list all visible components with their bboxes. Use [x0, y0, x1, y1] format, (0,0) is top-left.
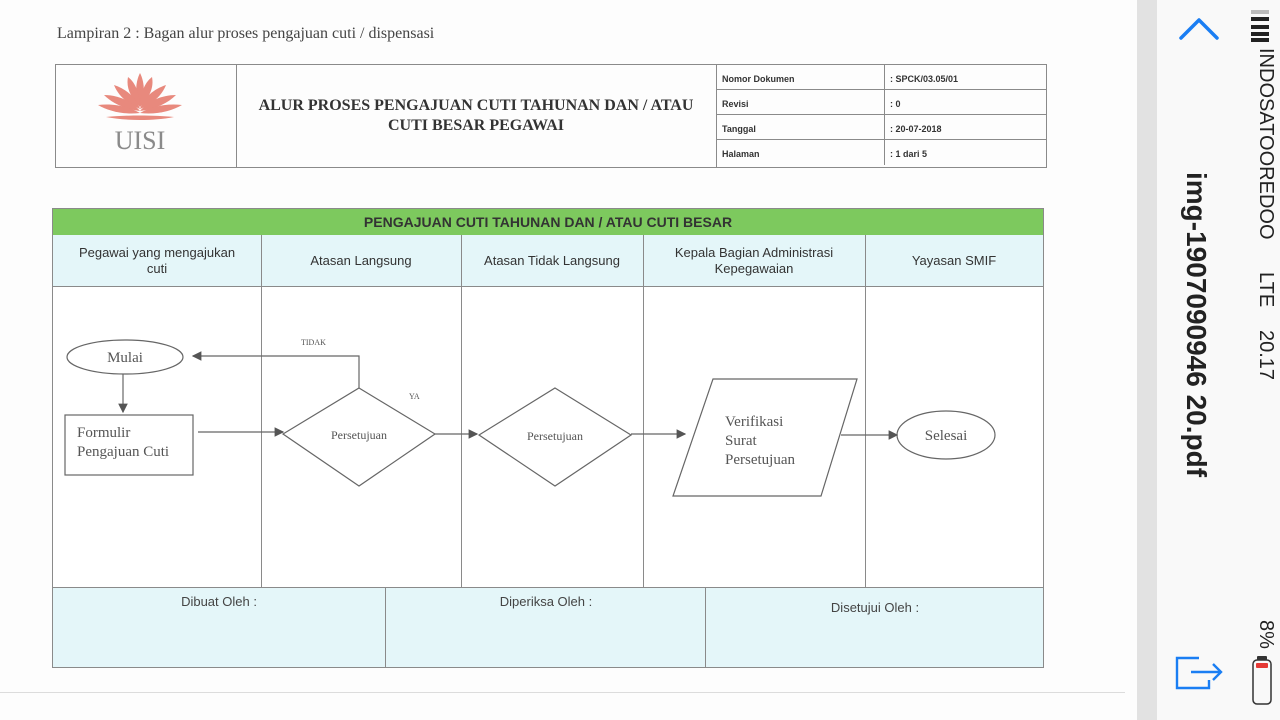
lane-header-foundation: Yayasan SMIF [865, 235, 1043, 287]
meta-value: : 1 dari 5 [890, 149, 928, 159]
meta-label: Revisi [722, 99, 749, 109]
lane-header-line: Pegawai yang mengajukan [78, 244, 236, 260]
appendix-caption: Lampiran 2 : Bagan alur proses pengajuan… [57, 25, 435, 42]
lane-header-line: Kepegawaian [714, 260, 794, 276]
lane-divider [261, 235, 262, 587]
verify-label-line2: Surat [725, 433, 757, 449]
document-page: Lampiran 2 : Bagan alur proses pengajuan… [0, 0, 1137, 720]
logo-text: UISI [115, 126, 166, 155]
signature-made-by: Dibuat Oleh : [53, 587, 385, 667]
lane-divider [643, 235, 644, 587]
form-label-line2: Pengajuan Cuti [77, 444, 169, 460]
lane-header-direct-supervisor: Atasan Langsung [261, 235, 461, 287]
page-edge [0, 692, 1125, 693]
verify-label-line1: Verifikasi [725, 414, 783, 430]
checked-by-label: Diperiksa Oleh : [499, 594, 593, 609]
form-process-box [64, 414, 194, 476]
chevron-up-icon[interactable] [1177, 12, 1221, 44]
meta-value: : 0 [890, 99, 901, 109]
form-label-line1: Formulir [77, 425, 130, 441]
network-type: LTE [1255, 272, 1277, 308]
approve-label: YA [409, 392, 420, 401]
uisi-logo: UISI [98, 73, 182, 155]
lane-header-line: cuti [146, 260, 168, 276]
start-label: Mulai [107, 350, 143, 366]
swimlane-flowchart: PENGAJUAN CUTI TAHUNAN DAN / ATAU CUTI B… [52, 208, 1044, 668]
lane-header-line: Yayasan SMIF [911, 252, 997, 268]
logo-cell: UISI [56, 65, 237, 167]
approved-by-label: Disetujui Oleh : [830, 600, 920, 615]
start-terminator [66, 339, 184, 375]
lane-header-line: Kepala Bagian Administrasi [674, 244, 834, 260]
lane-header-indirect-supervisor: Atasan Tidak Langsung [461, 235, 643, 287]
carrier-name: INDOSATOOREDOO [1255, 48, 1277, 240]
decision1-label: Persetujuan [331, 428, 387, 442]
signature-approved-by: Disetujui Oleh : [705, 587, 1043, 667]
lane-header-line: Atasan Langsung [310, 252, 412, 268]
lane-header-line: Atasan Tidak Langsung [484, 252, 620, 268]
meta-row-page: Halaman : 1 dari 5 [716, 140, 1046, 165]
verify-data-box [672, 378, 858, 497]
document-header-table: UISI ALUR PROSES PENGAJUAN CUTI TAHUNAN … [55, 64, 1047, 168]
flowchart-diagram: Mulai Formulir Pengajuan Cuti Persetujua… [64, 338, 996, 497]
meta-value: : SPCK/03.05/01 [890, 74, 959, 84]
document-title-line1: ALUR PROSES PENGAJUAN CUTI TAHUNAN DAN /… [258, 97, 694, 114]
verify-label-line3: Persetujuan [725, 452, 795, 468]
connector-reject-to-start [191, 351, 360, 388]
meta-row-date: Tanggal : 20-07-2018 [716, 115, 1046, 140]
meta-label: Nomor Dokumen [722, 74, 795, 84]
battery-percent: 8% [1255, 620, 1277, 649]
end-terminator [896, 410, 996, 460]
meta-value: : 20-07-2018 [890, 124, 942, 134]
clock-time: 20.17 [1255, 330, 1277, 381]
decision2-diamond [477, 387, 633, 487]
pdf-filename: img-1907090946 20.pdf [1181, 172, 1212, 478]
lane-divider [461, 235, 462, 587]
lane-divider [865, 235, 866, 587]
flowchart-title: PENGAJUAN CUTI TAHUNAN DAN / ATAU CUTI B… [53, 209, 1043, 235]
viewer-side-toolbar: img-1907090946 20.pdf INDOSATOOREDOO LTE… [1157, 0, 1280, 720]
signature-checked-by: Diperiksa Oleh : [385, 587, 705, 667]
meta-row-revision: Revisi : 0 [716, 90, 1046, 115]
document-title-cell: ALUR PROSES PENGAJUAN CUTI TAHUNAN DAN /… [236, 65, 717, 167]
signal-icon [1251, 10, 1269, 42]
end-label: Selesai [925, 428, 968, 444]
made-by-label: Dibuat Oleh : [181, 594, 257, 609]
battery-icon [1252, 656, 1272, 705]
meta-row-doc-number: Nomor Dokumen : SPCK/03.05/01 [716, 65, 1046, 90]
scroll-separator [1137, 0, 1157, 720]
reject-label: TIDAK [301, 338, 326, 347]
document-title-line2: CUTI BESAR PEGAWAI [387, 117, 565, 134]
decision1-diamond [281, 387, 437, 487]
meta-label: Halaman [722, 149, 760, 159]
share-icon[interactable] [1173, 650, 1229, 694]
decision2-label: Persetujuan [527, 429, 583, 443]
meta-label: Tanggal [722, 124, 756, 134]
